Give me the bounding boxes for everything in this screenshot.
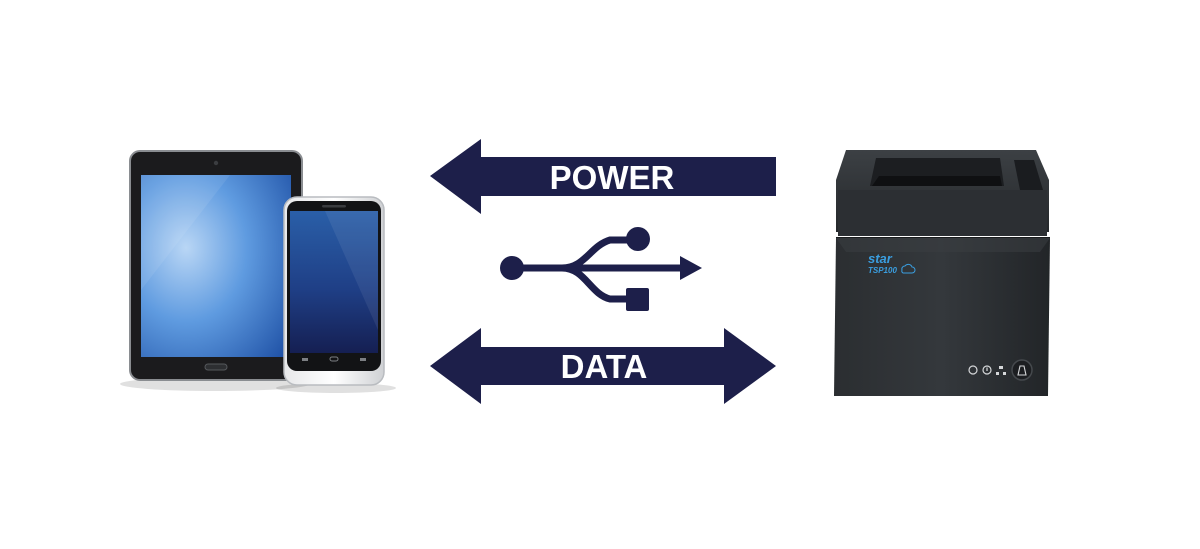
printer-model: TSP100 (868, 266, 897, 275)
receipt-printer-icon: star TSP100 (834, 150, 1050, 396)
smartphone-icon (276, 196, 396, 393)
printer-brand: star (868, 251, 893, 266)
data-label: DATA (561, 348, 648, 385)
network-status-icon (996, 366, 1006, 375)
power-label: POWER (550, 159, 675, 196)
status-indicators (968, 365, 1006, 375)
tablet-icon (120, 150, 310, 391)
power-status-icon (968, 365, 978, 375)
feed-button[interactable] (1011, 359, 1033, 381)
power-arrow-shape (430, 139, 776, 214)
power-arrow: POWER (430, 139, 776, 214)
data-arrow: DATA (430, 328, 776, 404)
error-status-icon (982, 365, 992, 375)
data-arrow-shape (430, 328, 776, 404)
cloud-icon (901, 263, 916, 274)
usb-icon (500, 227, 702, 311)
